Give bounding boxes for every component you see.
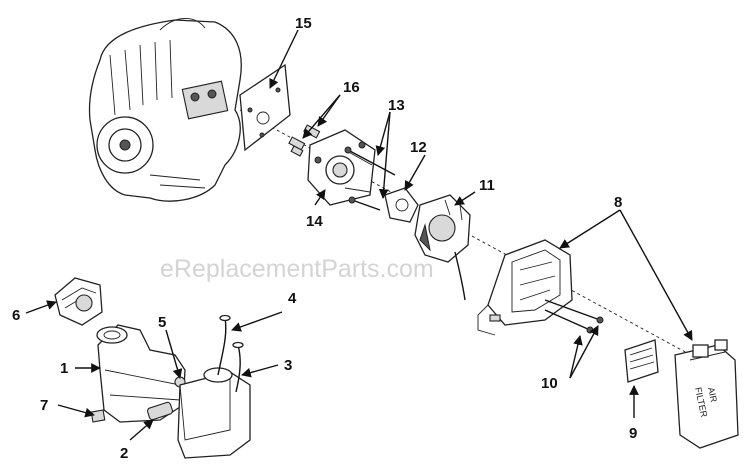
callout-13: 13 [388,97,405,114]
part-13-bolts [344,146,396,211]
callout-1: 1 [60,360,68,377]
leader-lines [25,29,693,441]
part-8-air-cleaner-base [477,239,573,336]
part-8-air-filter-cover: AIR FILTER [674,339,739,449]
callout-3: 3 [284,357,292,374]
part-3-tank-mount [177,367,251,459]
part-14-intake-manifold [307,129,376,206]
callout-9: 9 [629,425,637,442]
callout-11: 11 [479,177,495,194]
part-4-fuel-lines [217,314,244,393]
engine-block [88,18,242,202]
assembly-axis-line [239,109,701,361]
callout-15: 15 [295,15,312,32]
part-15-gasket [239,63,291,152]
callout-7: 7 [40,397,48,414]
part-11-carburetor [414,194,471,301]
callout-5: 5 [158,314,166,331]
part-12-carburetor-gasket [384,187,419,223]
watermark: eReplacementParts.com [160,255,434,283]
callout-4: 4 [288,290,297,307]
callout-12: 12 [410,139,427,156]
callout-6: 6 [12,307,20,324]
callout-10: 10 [541,375,558,392]
part-2-fuel-fitting [146,401,174,421]
callout-14: 14 [306,213,323,230]
part-7-fitting [90,409,106,423]
callout-8: 8 [614,194,622,211]
part-9-filter-element [624,339,659,383]
air-label: AIR [706,386,719,403]
callout-numbers: 15 16 13 12 11 14 8 6 5 4 3 1 7 2 10 9 [12,15,637,462]
part-10-screws [544,299,604,334]
callout-2: 2 [120,445,128,462]
callout-16: 16 [343,79,360,96]
part-6-fuel-cap [54,277,103,326]
